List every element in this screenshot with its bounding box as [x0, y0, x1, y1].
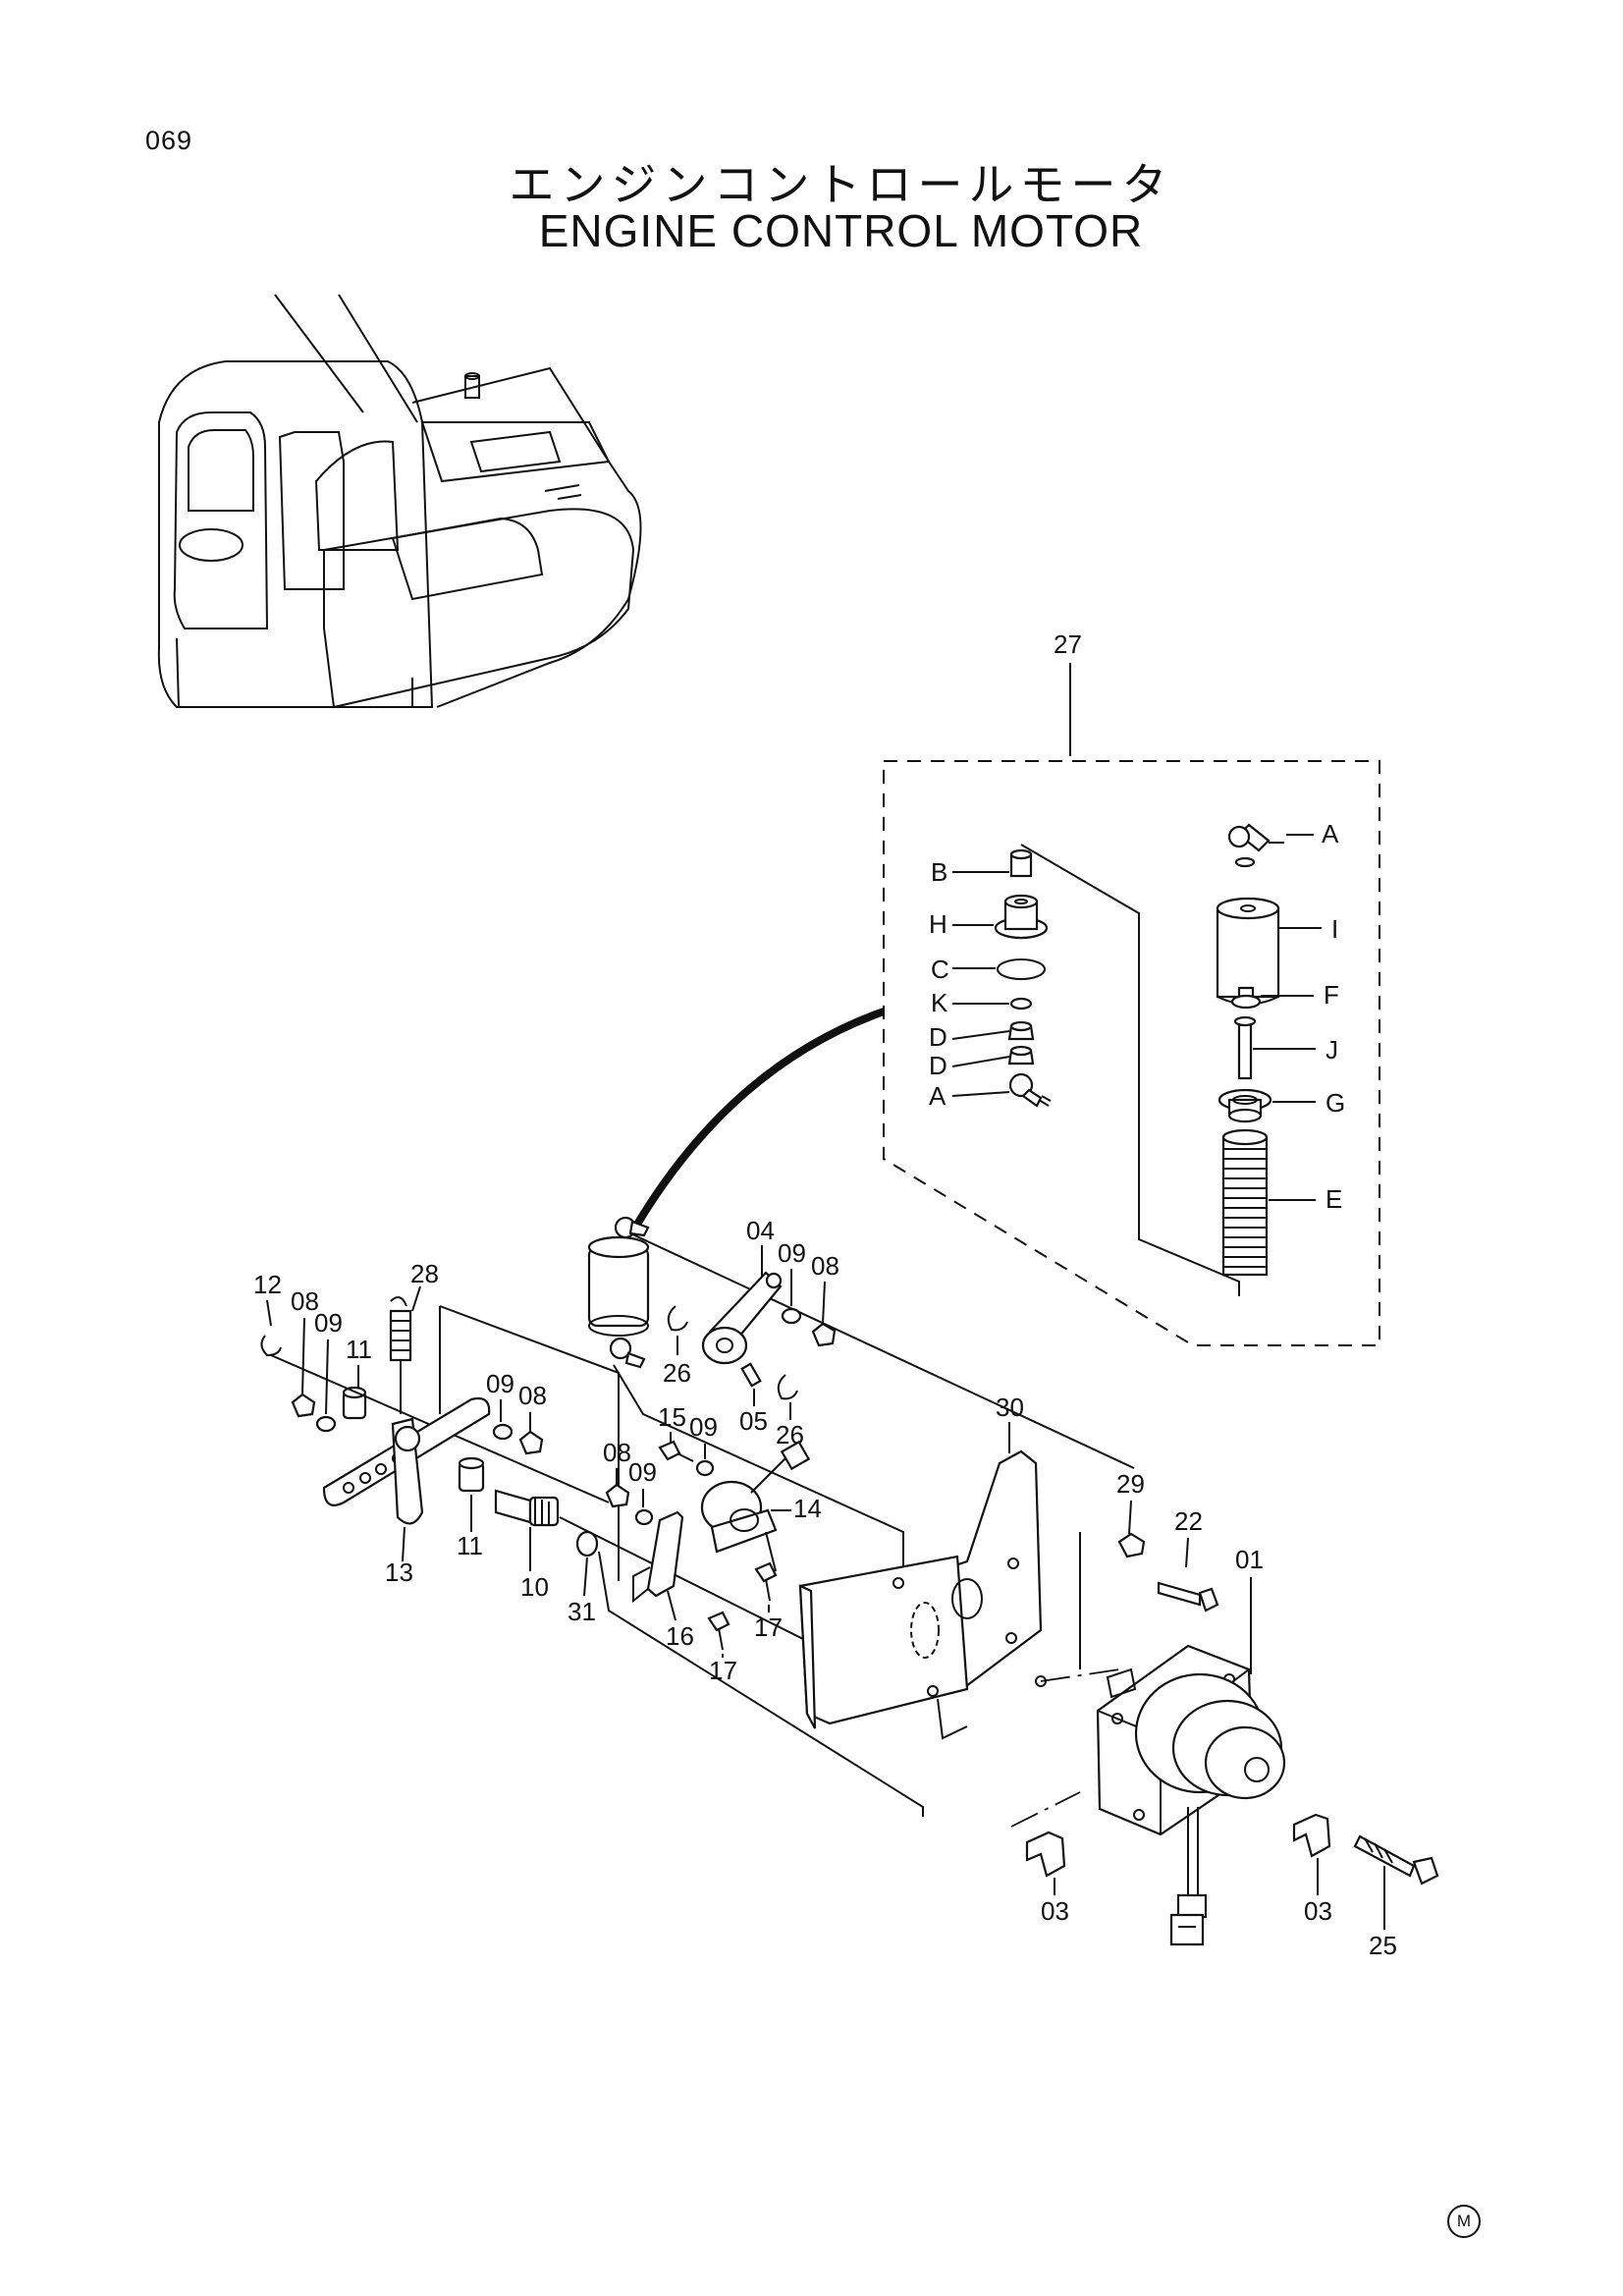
label-30: 30 — [996, 1393, 1024, 1422]
label-C: C — [931, 955, 949, 984]
label-K: K — [931, 988, 948, 1017]
lever-04-group: 04 09 08 26 05 26 — [663, 1216, 839, 1449]
left-linkage-group: 12 08 09 11 28 13 09 — [253, 1259, 924, 1817]
label-J: J — [1325, 1035, 1338, 1065]
kit-27-right-parts: A I F J G E — [1216, 819, 1345, 1277]
manufacturer-mark: M — [1447, 2205, 1481, 2238]
cable-link-to-kit — [631, 1008, 886, 1230]
label-F: F — [1324, 980, 1339, 1010]
excavator-overview-illustration — [157, 294, 642, 709]
label-B: B — [931, 857, 947, 887]
label-17b: 17 — [709, 1656, 737, 1685]
label-11b: 11 — [457, 1531, 483, 1560]
part-E — [1221, 1128, 1269, 1277]
part-A-lower — [1008, 1072, 1034, 1098]
label-A-lower: A — [929, 1081, 947, 1111]
label-04: 04 — [746, 1216, 775, 1245]
label-D-upper: D — [929, 1022, 947, 1052]
part-K — [1009, 997, 1033, 1011]
label-28: 28 — [410, 1259, 439, 1288]
rod-assembly — [587, 1216, 1135, 1581]
bracket-30: 30 — [798, 1393, 1120, 1740]
label-H: H — [929, 909, 947, 939]
label-I: I — [1331, 914, 1338, 944]
label-14: 14 — [793, 1494, 822, 1523]
label-27: 27 — [1054, 629, 1082, 659]
label-12: 12 — [253, 1270, 282, 1299]
label-08d: 08 — [603, 1438, 631, 1467]
label-11a: 11 — [346, 1335, 372, 1364]
part-I — [1216, 906, 1280, 999]
label-08b: 08 — [291, 1286, 319, 1316]
label-16: 16 — [666, 1621, 694, 1651]
label-08c: 08 — [518, 1381, 547, 1410]
kit-27-left-parts: B H C K D D A — [929, 844, 1240, 1296]
label-31: 31 — [568, 1597, 596, 1626]
label-15: 15 — [658, 1402, 686, 1432]
label-09b: 09 — [314, 1308, 343, 1338]
label-09d: 09 — [689, 1412, 718, 1442]
label-D-lower: D — [929, 1051, 947, 1080]
label-03a: 03 — [1041, 1896, 1069, 1926]
label-25: 25 — [1369, 1931, 1397, 1960]
label-A-upper: A — [1322, 819, 1339, 848]
part-16-plate — [646, 1510, 684, 1598]
label-09c: 09 — [486, 1369, 514, 1398]
label-09a: 09 — [778, 1238, 806, 1268]
label-01: 01 — [1235, 1545, 1264, 1574]
label-26a: 26 — [663, 1358, 691, 1388]
label-17a: 17 — [754, 1613, 783, 1642]
title-english: ENGINE CONTROL MOTOR — [538, 205, 1144, 256]
kit-27-dashed-boundary: 27 — [883, 629, 1380, 1346]
part-31-washer — [575, 1530, 599, 1558]
part-28-spring — [389, 1296, 412, 1414]
label-22: 22 — [1174, 1506, 1203, 1536]
label-G: G — [1325, 1088, 1345, 1118]
label-08a: 08 — [811, 1251, 839, 1281]
label-03b: 03 — [1304, 1896, 1332, 1926]
label-E: E — [1325, 1184, 1342, 1214]
title-japanese: エンジンコントロールモータ — [509, 158, 1173, 211]
label-10: 10 — [520, 1572, 549, 1602]
part-J — [1237, 1017, 1253, 1080]
label-29: 29 — [1116, 1469, 1145, 1499]
label-09e: 09 — [628, 1457, 657, 1487]
page-number: 069 — [145, 126, 193, 155]
part-C — [997, 958, 1046, 980]
motor-01-assembly: 29 22 01 03 03 — [1010, 1469, 1439, 1960]
sensor-14-group: 15 09 08 09 14 16 17 17 — [603, 1402, 822, 1685]
label-13: 13 — [385, 1558, 413, 1587]
label-05: 05 — [739, 1406, 768, 1436]
